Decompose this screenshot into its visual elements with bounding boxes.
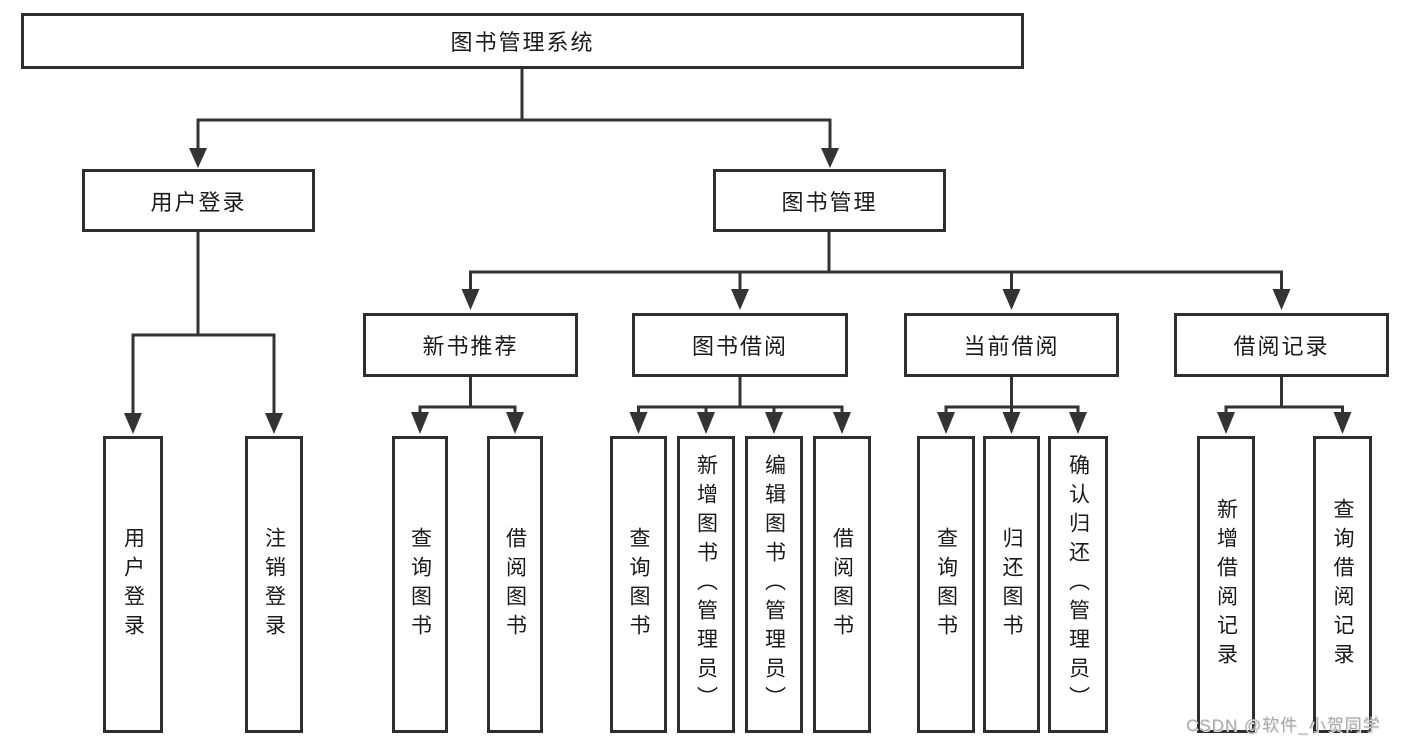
- node-book-borrowing: 图书借阅: [632, 313, 848, 377]
- node-label: 新增图书（管理员）: [694, 454, 718, 715]
- leaf-query-borrow-record: 查询借阅记录: [1313, 436, 1372, 733]
- leaf-query-books-recommend: 查询图书: [392, 436, 448, 733]
- leaf-edit-book-admin: 编辑图书（管理员）: [745, 436, 803, 733]
- arrowhead-icon: [1333, 412, 1352, 434]
- node-label: 编辑图书（管理员）: [762, 454, 786, 715]
- arrowhead-icon: [124, 413, 142, 434]
- node-label: 图书管理系统: [450, 30, 595, 55]
- node-label: 借阅图书: [503, 526, 527, 643]
- arrowhead-icon: [1069, 412, 1087, 434]
- arrowhead-icon: [461, 289, 480, 310]
- arrowhead-icon: [1217, 412, 1235, 434]
- arrowhead-icon: [937, 412, 955, 434]
- node-label: 归还图书: [1000, 526, 1023, 643]
- node-user-login: 用户登录: [82, 169, 315, 232]
- leaf-user-login: 用户登录: [103, 436, 163, 733]
- node-label: 查询图书: [934, 526, 958, 643]
- arrowhead-icon: [1002, 412, 1021, 434]
- leaf-return-book: 归还图书: [983, 436, 1040, 733]
- leaf-borrow-books-borrowing: 借阅图书: [813, 436, 871, 733]
- node-label: 注销登录: [262, 526, 286, 643]
- node-label: 查询图书: [627, 526, 650, 643]
- node-label: 图书管理: [781, 189, 878, 215]
- arrowhead-icon: [629, 412, 648, 434]
- arrowhead-icon: [189, 148, 207, 168]
- arrowhead-icon: [506, 412, 524, 434]
- node-label: 用户登录: [121, 526, 145, 643]
- node-label: 新增借阅记录: [1214, 497, 1238, 672]
- node-label: 新书推荐: [422, 334, 519, 359]
- arrowhead-icon: [697, 412, 715, 434]
- node-library-management-system: 图书管理系统: [21, 13, 1024, 69]
- node-current-borrowing: 当前借阅: [904, 313, 1119, 377]
- arrowhead-icon: [731, 289, 749, 310]
- leaf-query-books-current: 查询图书: [917, 436, 975, 733]
- leaf-add-book-admin: 新增图书（管理员）: [677, 436, 735, 733]
- leaf-add-borrow-record: 新增借阅记录: [1197, 436, 1255, 733]
- node-label: 借阅记录: [1233, 334, 1330, 359]
- node-label: 图书借阅: [691, 334, 788, 359]
- arrowhead-icon: [833, 412, 851, 434]
- node-label: 查询图书: [408, 526, 432, 643]
- leaf-logout: 注销登录: [245, 436, 303, 733]
- arrowhead-icon: [1002, 289, 1021, 310]
- leaf-query-books-borrowing: 查询图书: [610, 436, 667, 733]
- arrowhead-icon: [1272, 289, 1291, 310]
- node-label: 借阅图书: [830, 526, 854, 643]
- node-book-management: 图书管理: [713, 169, 946, 232]
- leaf-borrow-books-recommend: 借阅图书: [487, 436, 543, 733]
- node-label: 当前借阅: [963, 334, 1060, 359]
- node-label: 确认归还（管理员）: [1066, 454, 1090, 715]
- node-label: 用户登录: [150, 189, 247, 215]
- arrowhead-icon: [821, 148, 839, 168]
- node-new-book-recommend: 新书推荐: [363, 313, 578, 377]
- leaf-confirm-return-admin: 确认归还（管理员）: [1048, 436, 1108, 733]
- node-borrowing-records: 借阅记录: [1174, 313, 1389, 377]
- arrowhead-icon: [265, 413, 283, 434]
- watermark: CSDN @软件_小贺同学: [1186, 716, 1381, 735]
- arrowhead-icon: [411, 412, 429, 434]
- node-label: 查询借阅记录: [1331, 497, 1354, 672]
- arrowhead-icon: [765, 412, 783, 434]
